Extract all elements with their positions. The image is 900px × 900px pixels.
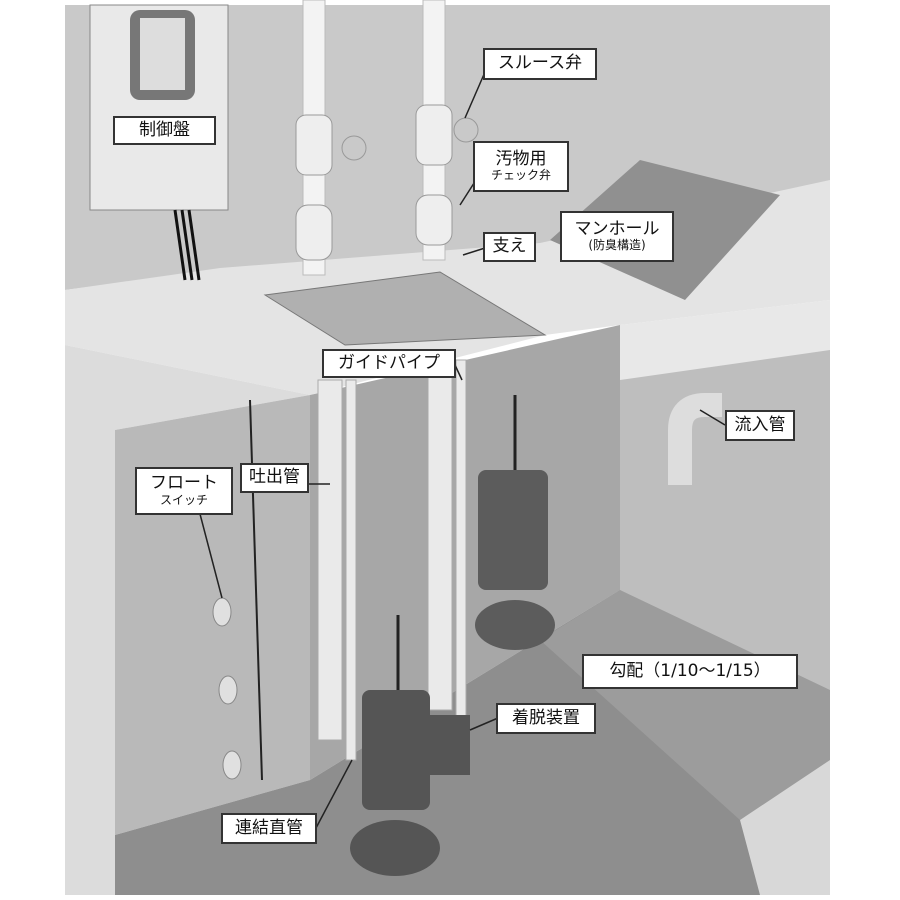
slab-front-face — [65, 345, 310, 895]
label-text: ガイドパイプ — [338, 352, 440, 373]
label-text: スルース弁 — [497, 53, 583, 74]
inflow-pipe — [668, 393, 722, 485]
valves — [295, 104, 479, 261]
label-text: 連結直管 — [235, 817, 303, 838]
ramp-step — [740, 760, 830, 895]
label-support: 支え — [483, 232, 536, 262]
label-text: 汚物用 — [495, 148, 547, 169]
label-connecting-pipe: 連結直管 — [221, 813, 317, 844]
label-subtext: (防臭構造) — [588, 238, 646, 253]
pump-installed — [350, 615, 470, 876]
control-cables — [173, 209, 201, 281]
label-guide-pipe: ガイドパイプ — [322, 349, 456, 378]
pit-pipes — [317, 359, 467, 761]
label-text: 流入管 — [734, 414, 786, 435]
manhole-cover — [263, 271, 547, 346]
label-text: フロート — [150, 473, 218, 494]
label-detach-device: 着脱装置 — [496, 703, 596, 734]
label-inflow-pipe: 流入管 — [725, 410, 795, 441]
label-slope: 勾配（1/10～1/15） — [582, 654, 798, 689]
label-subtext: スイッチ — [159, 492, 208, 507]
label-control-panel: 制御盤 — [113, 116, 216, 145]
label-text: マンホール — [574, 218, 660, 239]
control-panel-screen — [140, 18, 185, 90]
label-text: 制御盤 — [139, 119, 190, 140]
label-manhole: マンホール(防臭構造) — [560, 211, 674, 262]
label-subtext: チェック弁 — [490, 168, 551, 183]
label-check-valve: 汚物用チェック弁 — [473, 141, 569, 192]
pit-left-wall — [115, 395, 310, 835]
label-text: 着脱装置 — [512, 707, 580, 728]
slab-right-lip — [620, 300, 830, 380]
label-text: 勾配（1/10～1/15） — [609, 660, 771, 681]
slope-ramp — [540, 590, 830, 820]
pump-raised — [475, 395, 555, 650]
label-text: 支え — [492, 236, 527, 257]
label-text: 吐出管 — [249, 467, 300, 488]
label-sluice-valve: スルース弁 — [483, 48, 597, 80]
label-discharge-pipe: 吐出管 — [240, 463, 309, 493]
label-float-switch: フロートスイッチ — [135, 467, 233, 515]
